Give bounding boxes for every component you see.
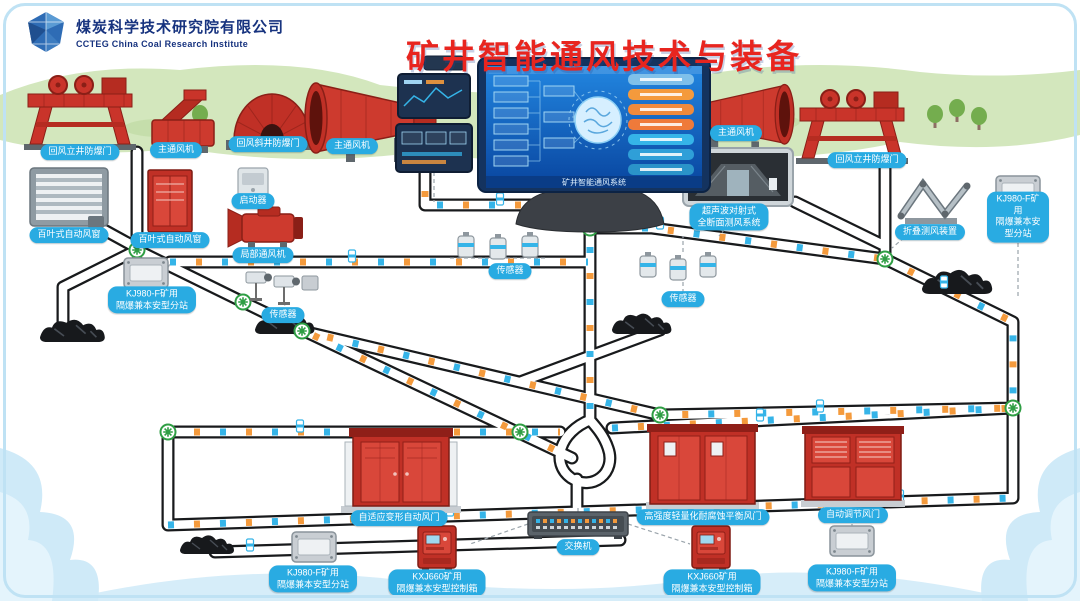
equipment-label: KXJ660矿用 隔爆兼本安型控制箱 [388, 569, 486, 597]
equipment-label: 回风斜井防爆门 [228, 136, 308, 152]
louver-air-window [29, 167, 109, 228]
equipment-label: 主通风机 [709, 125, 763, 141]
equipment-label: 回风立井防爆门 [827, 152, 907, 168]
equipment-label: 传感器 [488, 263, 532, 279]
equipment-label: KJ980-F矿用 隔爆兼本安型分站 [987, 191, 1049, 243]
equipment-label: 自动调节风门 [817, 507, 889, 523]
equipment-label: 启动器 [231, 193, 275, 209]
equipment-label: 主通风机 [325, 138, 379, 154]
poster-title: 矿井智能通风技术与装备 [406, 38, 802, 76]
network-switch [527, 511, 629, 539]
sensor-group-left [245, 271, 319, 306]
equipment-label: 高强度轻量化耐腐蚀平衡风门 [636, 509, 770, 525]
equipment-label: 自适应变形自动风门 [350, 510, 448, 526]
equipment-label: KJ980-F矿用 隔爆兼本安型分站 [807, 564, 897, 592]
org-logo: 煤炭科学技术研究院有限公司 CCTEG China Coal Research … [24, 10, 284, 54]
equipment-label: 主通风机 [149, 142, 203, 158]
main-fan-left [151, 89, 215, 153]
monitor-screen-title: 矿井智能通风系统 [562, 177, 626, 187]
equipment-label: 超声波对射式 全断面测风系统 [689, 203, 769, 231]
starter-box [237, 167, 269, 197]
adjustable-door [801, 426, 905, 507]
equipment-label: KXJ660矿用 隔爆兼本安型控制箱 [663, 569, 761, 597]
side-display-panels [395, 55, 473, 173]
equipment-label: 百叶式自动风窗 [130, 232, 210, 248]
local-ventilation-fan [227, 206, 303, 251]
cct-gem-icon [28, 12, 64, 52]
org-name-cn: 煤炭科学技术研究院有限公司 [76, 18, 285, 36]
adaptive-auto-door [341, 428, 461, 513]
folding-anemometer [897, 177, 971, 224]
monitor-screen: 矿井智能通风系统 [477, 57, 711, 233]
equipment-label: 折叠测风装置 [894, 224, 966, 240]
equipment-label: 交换机 [556, 539, 600, 555]
airflow-ticks-orange [167, 165, 1017, 529]
equipment-label: KJ980-F矿用 隔爆兼本安型分站 [268, 565, 358, 593]
equipment-label: 传感器 [261, 307, 305, 323]
balance-door [646, 424, 759, 509]
org-name-en: CCTEG China Coal Research Institute [76, 38, 249, 49]
equipment-label: 局部通风机 [232, 247, 294, 263]
ai-brain-icon [568, 90, 628, 150]
equipment-label: 传感器 [661, 291, 705, 307]
equipment-label: 百叶式自动风窗 [29, 227, 109, 243]
equipment-label: KJ980-F矿用 隔爆兼本安型分站 [107, 286, 197, 314]
dashboard-buttons [628, 74, 694, 175]
equipment-label: 回风立井防爆门 [40, 144, 120, 160]
